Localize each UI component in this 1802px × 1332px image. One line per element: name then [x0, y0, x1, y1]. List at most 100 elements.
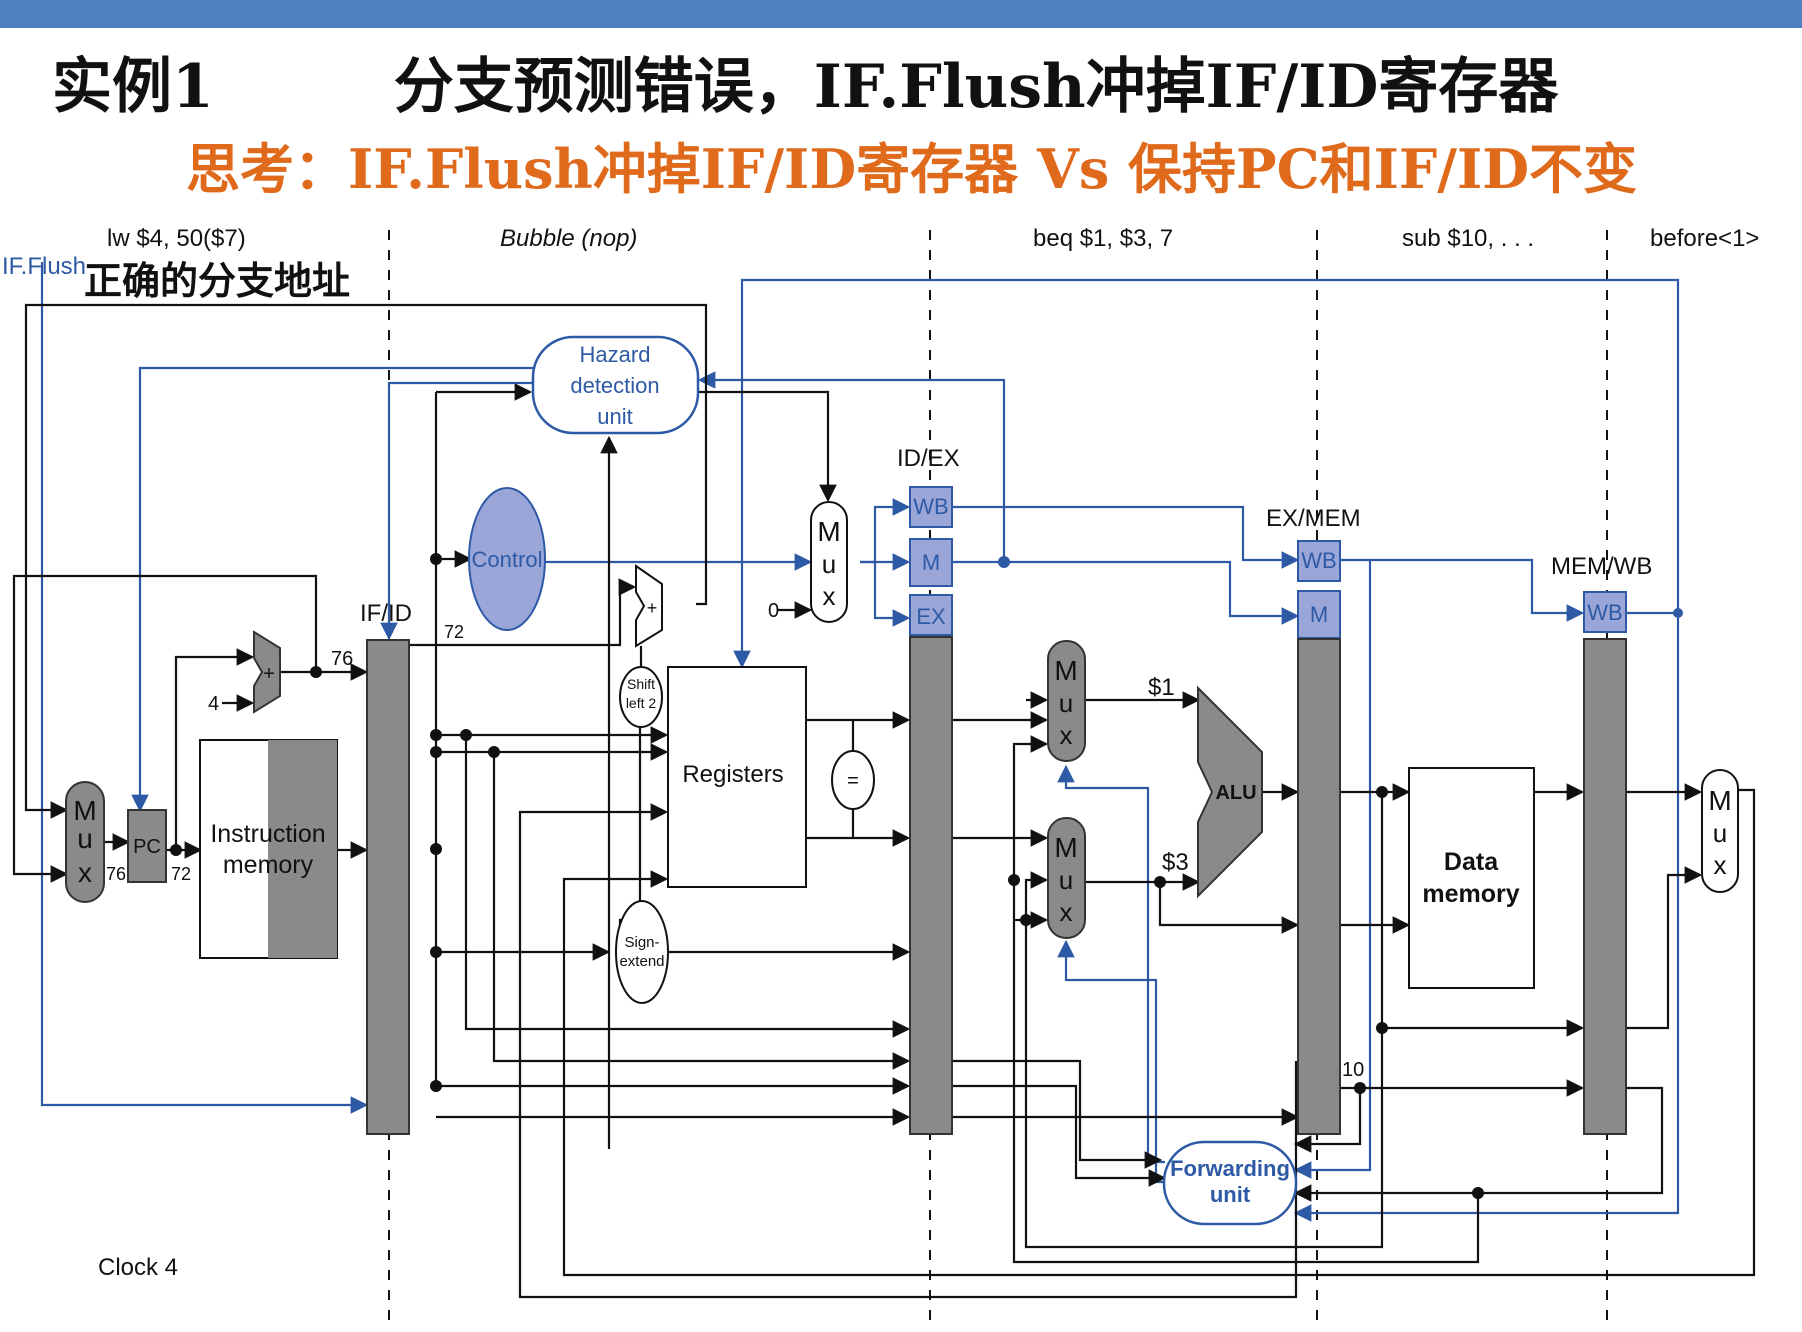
branch-address-annotation: 正确的分支地址: [84, 258, 350, 303]
mux-letter: u: [822, 549, 836, 579]
alu-mux-a: M u x: [1047, 640, 1086, 762]
mux-letter: x: [78, 857, 92, 888]
exmem-regwrite-to-forwarding: [1293, 560, 1372, 1179]
writeback-mux: M u x: [1701, 769, 1739, 893]
instruction-memory: Instruction memory: [199, 739, 338, 959]
stage-instruction-if: lw $4, 50($7): [107, 225, 246, 252]
rt-bus: [492, 752, 911, 1070]
mux-letter: x: [1714, 850, 1727, 880]
pc-plus4-feedback: [12, 574, 318, 883]
if-flush-wire: [40, 262, 369, 1114]
mux-letter: u: [1713, 818, 1727, 848]
mux-letter: M: [1054, 655, 1077, 686]
data-memory: [1408, 767, 1535, 989]
if-flush-label: IF.Flush: [2, 253, 86, 280]
pc-adder: [253, 630, 281, 714]
clock-label: Clock 4: [98, 1254, 178, 1281]
rs-bus: [464, 735, 911, 1038]
value-label: 0: [768, 600, 779, 622]
mux-letter: x: [1060, 897, 1073, 927]
mux-to-idex-wb: [860, 498, 911, 564]
idex-wb-field: WB: [913, 494, 948, 519]
mux-letter: u: [77, 823, 93, 854]
wire-junctions: [170, 553, 1484, 1199]
equal-sign: =: [847, 770, 859, 792]
reg3-label: $3: [1162, 849, 1189, 876]
idex-rs-to-forwarding: [952, 1084, 1167, 1187]
adder-plus: +: [647, 598, 658, 618]
control-label: Control: [472, 547, 543, 572]
mux-letter: M: [73, 795, 96, 826]
alu-label: ALU: [1215, 782, 1256, 804]
stage-instruction-wb: before<1>: [1650, 225, 1759, 252]
hazard-to-control-mux: [698, 390, 837, 503]
mux-letter: x: [823, 581, 836, 611]
stage-instruction-mem: sub $10, . . .: [1402, 225, 1534, 252]
pc-mux: M u x: [65, 781, 105, 903]
imem-label-2: memory: [223, 851, 314, 879]
sign-extend: [615, 900, 669, 1004]
forward-b-wire: [1057, 939, 1175, 1184]
hazard-label-1: Hazard: [580, 342, 651, 367]
mem-wb-label: MEM/WB: [1551, 553, 1652, 580]
idex-rt-to-forwarding: [952, 1059, 1163, 1169]
dmem-label-2: memory: [1422, 880, 1519, 908]
stage-instruction-id: Bubble (nop): [500, 225, 637, 252]
alu-mux-b: M u x: [1047, 817, 1086, 939]
idex-wb-to-exmem: [952, 505, 1300, 569]
idex-memread-to-hazard: [697, 371, 1006, 562]
id-ex-label: ID/EX: [897, 445, 960, 472]
forwarding-label-2: unit: [1210, 1182, 1251, 1207]
dmem-label-1: Data: [1444, 848, 1499, 876]
regwrite-feedback-wire: [733, 278, 1680, 669]
mux-letter: M: [1708, 785, 1731, 816]
value-label: 72: [171, 864, 191, 884]
id-ex-register: WB M EX: [909, 486, 953, 1135]
slide-subtitle: 思考：IF.Flush冲掉IF/ID寄存器 Vs 保持PC和IF/ID不变: [186, 137, 1638, 201]
write-data-wire: [562, 788, 1756, 1277]
exmem-rd-to-forwarding: [1293, 1088, 1362, 1153]
alu: [1197, 685, 1263, 899]
value-label: 4: [208, 693, 219, 715]
hazard-label-3: unit: [597, 404, 632, 429]
data2-to-exmem: [1158, 882, 1300, 934]
register-file: [667, 666, 807, 888]
mux-letter: u: [1059, 688, 1073, 718]
memwb-regwrite-to-forwarding: [1293, 613, 1680, 1222]
hazard-to-ifid-wire: [380, 381, 533, 641]
shift-left-2: [619, 666, 663, 728]
pc-label: PC: [133, 836, 161, 858]
control-mux: M u x: [810, 501, 848, 623]
value-label: 76: [106, 864, 126, 884]
ex-mem-register: WB M: [1297, 540, 1341, 1135]
ex-mem-label: EX/MEM: [1266, 505, 1361, 532]
equality-comparator: [831, 750, 875, 810]
registers-label: Registers: [682, 761, 783, 788]
mem-wb-register: WB: [1583, 591, 1627, 1135]
mux-letter: u: [1059, 865, 1073, 895]
if-id-label: IF/ID: [360, 600, 412, 627]
reg1-label: $1: [1148, 674, 1175, 701]
mux-letter: x: [1060, 720, 1073, 750]
value-label: 72: [444, 622, 464, 642]
stage-instruction-ex: beq $1, $3, 7: [1033, 225, 1173, 252]
junction: [1673, 608, 1683, 618]
write-reg-wire: [518, 803, 1298, 1299]
mux-letter: M: [817, 516, 840, 547]
slide-header-bar: [0, 0, 1802, 28]
pc-to-adder-wire: [174, 648, 255, 850]
exmem-wb-field: WB: [1301, 548, 1336, 573]
hazard-label-2: detection: [570, 373, 659, 398]
control-unit: [468, 487, 546, 631]
idex-ex-field: EX: [916, 604, 946, 629]
sign-extend-label-2: extend: [619, 953, 664, 970]
memwb-wb-field: WB: [1587, 600, 1622, 625]
hazard-detection-unit: Hazard detection unit: [531, 335, 700, 435]
pc-register: [127, 809, 167, 883]
shift-label-1: Shift: [627, 676, 655, 692]
ifid-pc-to-branch-adder: [410, 578, 637, 647]
idex-m-field: M: [922, 550, 940, 575]
forward-from-memwb-a: [1012, 735, 1480, 1264]
shift-label-2: left 2: [626, 695, 657, 711]
